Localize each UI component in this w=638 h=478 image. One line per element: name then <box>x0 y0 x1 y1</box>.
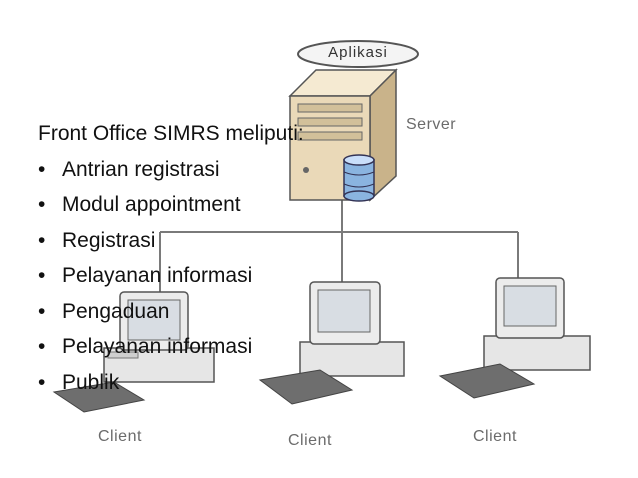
server-label: Server <box>406 116 457 133</box>
list-item: Pelayanan informasi <box>38 329 304 365</box>
slide-text: Front Office SIMRS meliputi: Antrian reg… <box>38 116 304 400</box>
list-item: Registrasi <box>38 223 304 259</box>
list-item: Antrian registrasi <box>38 152 304 188</box>
list-item: Pengaduan <box>38 294 304 330</box>
database-icon <box>343 154 375 202</box>
bullet-list: Antrian registrasi Modul appointment Reg… <box>38 152 304 401</box>
list-item: Publik <box>38 365 304 401</box>
client-label: Client <box>473 428 517 445</box>
slide-heading: Front Office SIMRS meliputi: <box>38 122 304 145</box>
client-computer-icon <box>438 277 591 399</box>
application-label: Aplikasi <box>328 44 388 61</box>
client-label: Client <box>98 428 142 445</box>
application-ellipse <box>297 40 419 68</box>
list-item: Modul appointment <box>38 187 304 223</box>
list-item: Pelayanan informasi <box>38 258 304 294</box>
client-label: Client <box>288 432 332 449</box>
server-icon <box>288 68 398 202</box>
